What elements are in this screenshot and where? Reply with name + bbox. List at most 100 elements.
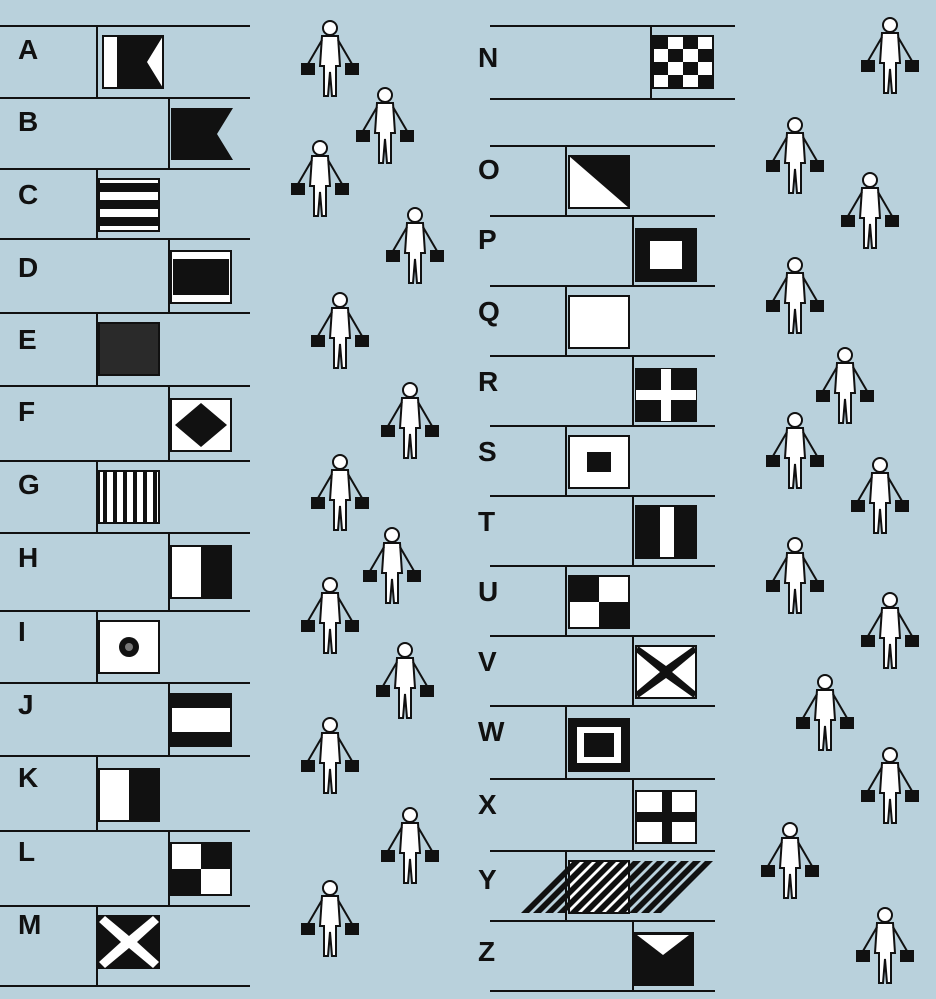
row-letter: O (478, 156, 500, 184)
semaphore-figure-icon (355, 85, 415, 167)
row-rule-bottom (490, 990, 715, 992)
row-letter: A (18, 36, 38, 64)
row-letter: Q (478, 298, 500, 326)
row-divider (96, 25, 98, 97)
row-letter: V (478, 648, 497, 676)
semaphore-figure-icon (765, 535, 825, 617)
semaphore-figure-icon (860, 590, 920, 672)
row-letter: W (478, 718, 504, 746)
row-letter: B (18, 108, 38, 136)
row-divider (565, 425, 567, 495)
row-rule-top (490, 215, 715, 217)
semaphore-figure-icon (300, 575, 360, 657)
row-rule-top (490, 778, 715, 780)
row-rule-top (0, 830, 250, 832)
row-letter: H (18, 544, 38, 572)
row-letter: P (478, 226, 497, 254)
signal-flag-icon (568, 155, 630, 209)
row-letter: F (18, 398, 35, 426)
row-divider (632, 635, 634, 705)
row-divider (632, 215, 634, 285)
row-letter: X (478, 791, 497, 819)
row-rule-top (0, 312, 250, 314)
semaphore-figure-icon (310, 290, 370, 372)
row-rule-top (0, 610, 250, 612)
row-rule-top (490, 705, 715, 707)
semaphore-figure-icon (850, 455, 910, 537)
semaphore-figure-icon (310, 452, 370, 534)
signal-flag-icon (568, 295, 630, 349)
semaphore-figure-icon (380, 805, 440, 887)
signal-flag-icon (102, 35, 164, 89)
signal-flag-icon (635, 505, 697, 559)
semaphore-figure-icon (860, 745, 920, 827)
semaphore-figure-icon (795, 672, 855, 754)
row-rule-top (490, 635, 715, 637)
signal-flag-icon (635, 790, 697, 844)
semaphore-figure-icon (765, 115, 825, 197)
semaphore-figure-icon (300, 715, 360, 797)
signal-flag-icon (635, 228, 697, 282)
semaphore-figure-icon (760, 820, 820, 902)
row-rule-top (0, 385, 250, 387)
row-letter: Y (478, 866, 497, 894)
semaphore-figure-icon (362, 525, 422, 607)
signal-flag-icon (170, 545, 232, 599)
row-rule-top (0, 905, 250, 907)
row-letter: I (18, 618, 26, 646)
semaphore-figure-icon (290, 138, 350, 220)
semaphore-figure-icon (380, 380, 440, 462)
signal-flag-icon (170, 693, 232, 747)
signal-flag-icon (98, 768, 160, 822)
row-rule-top (0, 682, 250, 684)
row-divider (632, 495, 634, 565)
signal-flag-icon (568, 718, 630, 772)
signal-flag-icon (568, 860, 630, 914)
row-rule-bottom (490, 98, 735, 100)
row-rule-top (490, 425, 715, 427)
row-letter: K (18, 764, 38, 792)
row-letter: C (18, 181, 38, 209)
semaphore-figure-icon (840, 170, 900, 252)
row-rule-top (490, 920, 715, 922)
row-divider (632, 355, 634, 425)
row-letter: J (18, 691, 34, 719)
signal-flag-icon (635, 368, 697, 422)
signal-flag-icon (98, 470, 160, 524)
row-rule-top (0, 97, 250, 99)
row-letter: D (18, 254, 38, 282)
semaphore-figure-icon (375, 640, 435, 722)
row-rule-top (490, 145, 715, 147)
row-divider (565, 145, 567, 215)
signal-flag-icon (170, 250, 232, 304)
signal-flag-icon (98, 620, 160, 674)
row-letter: M (18, 911, 41, 939)
row-letter: S (478, 438, 497, 466)
row-divider (632, 778, 634, 850)
row-letter: E (18, 326, 37, 354)
semaphore-figure-icon (765, 410, 825, 492)
row-rule-top (0, 238, 250, 240)
row-rule-top (490, 25, 735, 27)
signal-flag-icon (568, 575, 630, 629)
semaphore-figure-icon (765, 255, 825, 337)
row-letter: T (478, 508, 495, 536)
row-rule-top (490, 850, 715, 852)
row-rule-bottom (0, 985, 250, 987)
row-rule-top (490, 355, 715, 357)
row-letter: U (478, 578, 498, 606)
row-letter: L (18, 838, 35, 866)
semaphore-figure-icon (855, 905, 915, 987)
signal-flag-icon (170, 842, 232, 896)
row-rule-top (0, 168, 250, 170)
row-rule-top (0, 755, 250, 757)
signal-flag-icon (632, 932, 694, 986)
row-divider (565, 705, 567, 778)
row-letter: R (478, 368, 498, 396)
row-rule-top (0, 25, 250, 27)
row-divider (565, 565, 567, 635)
row-letter: N (478, 44, 498, 72)
row-letter: Z (478, 938, 495, 966)
signal-flag-icon (98, 915, 160, 969)
